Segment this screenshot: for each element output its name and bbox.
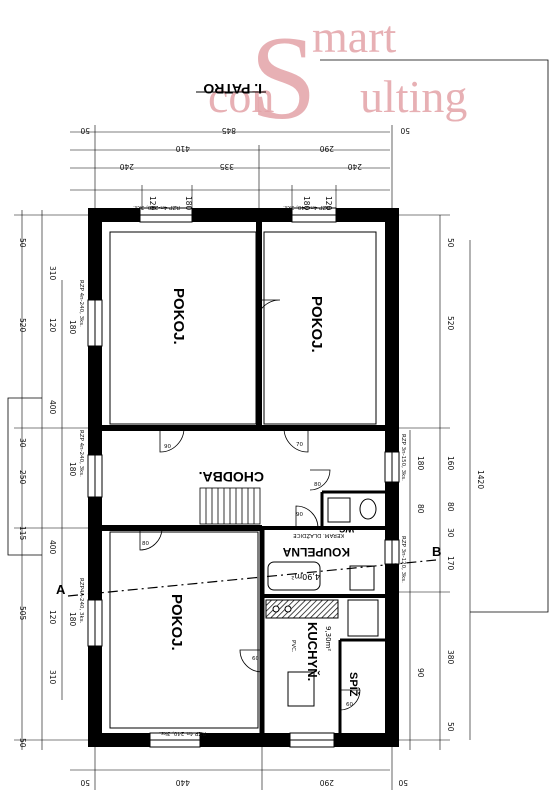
- bath-fixtures: [267, 497, 377, 591]
- dim-right-d7: 50: [446, 722, 455, 732]
- left-boundary: [7, 397, 42, 556]
- dim-lines-left: [14, 210, 90, 750]
- dim-right-d8: 80: [416, 504, 425, 514]
- window-note-right-upper: RZP 3n-150, 3ks.: [400, 434, 406, 481]
- dim-top-w1: 120: [148, 196, 157, 211]
- dim-left-d12: 120: [48, 610, 57, 625]
- dim-top-sub1: 240: [119, 162, 134, 171]
- dim-lines-right: [395, 214, 471, 750]
- section-line: [67, 559, 437, 597]
- section-mark-a: A: [56, 582, 66, 597]
- window-note-left-mid: RZP 4n-240, 3ks.: [78, 430, 84, 477]
- dim-right-d4: 30: [446, 528, 455, 538]
- site-boundary: [320, 59, 549, 613]
- dim-lines-top: [70, 125, 393, 210]
- dim-left-d13: 180: [68, 612, 77, 627]
- dim-right-d9: 90: [416, 668, 425, 678]
- dim-left-d3: 180: [68, 320, 77, 335]
- window-note-top2: RZP 4n-240, 3ks.: [283, 204, 330, 210]
- dim-top-part2: 290: [319, 144, 334, 153]
- dim-right-d1: 160: [446, 456, 455, 471]
- room-label-spiz: SPÍŽ: [347, 672, 360, 697]
- door-label-5: 90: [296, 512, 303, 518]
- plan-title: I. PATRO: [203, 81, 262, 97]
- room-label-pokoj-lower: POKOJ.: [168, 594, 185, 651]
- dim-top-total: 845: [221, 126, 236, 135]
- window-note-left-upper: RZP 4n-240, 3ks.: [78, 280, 84, 327]
- doors: [139, 299, 361, 711]
- dim-top-sub2: 335: [219, 162, 234, 171]
- dim-right-top: 50: [446, 238, 455, 248]
- dim-top-part1: 410: [175, 144, 190, 153]
- dim-left-top: 50: [18, 238, 27, 248]
- room-label-wc: WC: [339, 524, 354, 534]
- dim-left-d9: 115: [18, 526, 27, 541]
- door-label-7: 60: [346, 702, 353, 708]
- dim-bottom-b2: 50: [398, 778, 408, 787]
- watermark-line1: mart: [312, 11, 397, 62]
- windows: [87, 207, 400, 748]
- dim-left-d5: 400: [48, 400, 57, 415]
- dim-bottom-b1: 50: [80, 778, 90, 787]
- door-label-3: 60: [252, 656, 259, 662]
- dim-top-w4: 120: [324, 196, 333, 211]
- dim-left-bottom: 50: [18, 738, 27, 748]
- dim-left-d6: 30: [18, 438, 27, 448]
- room-label-koupelna-sub: KERAM. DLAŽDICE: [293, 532, 344, 540]
- door-label-4: 80: [142, 541, 149, 547]
- dim-right-total: 1420: [476, 470, 485, 489]
- dim-right-d2: 180: [416, 456, 425, 471]
- dim-left-d1: 310: [48, 266, 57, 281]
- plan-drawing: A B POKOJ. POKOJ. CHODBA. KOUPELNA KERAM…: [7, 59, 549, 790]
- dim-top-end-right: 50: [400, 126, 410, 135]
- dim-top-end-left: 50: [80, 126, 90, 135]
- dim-left-d7: 250: [18, 470, 27, 485]
- dim-left-d8: 180: [68, 462, 77, 477]
- watermark-line2a: con: [208, 71, 274, 122]
- dim-right-upper: 520: [446, 316, 455, 331]
- dim-top-sub3: 240: [347, 162, 362, 171]
- room-outline-ul: [109, 231, 257, 425]
- area-kuchyn: 9,30m²: [324, 626, 332, 651]
- dim-lines-bottom: [70, 745, 393, 790]
- room-label-chodba: CHODBA.: [199, 469, 264, 485]
- dim-left-d14: 310: [48, 670, 57, 685]
- room-label-koupelna: KOUPELNA: [282, 545, 350, 559]
- dim-right-d3: 80: [446, 502, 455, 512]
- dim-left-d11: 505: [18, 606, 27, 621]
- room-label-kuchyn: KUCHYŇ.: [305, 622, 320, 681]
- room-outline-ur: [263, 231, 377, 425]
- window-note-top1: RZP 4n-240, 3ks.: [133, 204, 180, 210]
- watermark-logo: S mart con ulting: [208, 11, 467, 144]
- dim-top-w2: 180: [184, 196, 193, 211]
- kitchen-units: [265, 599, 379, 707]
- door-label-1: 90: [164, 444, 171, 450]
- watermark-mark: S: [250, 11, 317, 144]
- room-label-kuchyn-sub: PVC.: [290, 640, 296, 653]
- dim-left-d2: 520: [18, 318, 27, 333]
- dim-left-d10: 400: [48, 540, 57, 555]
- staircase: [199, 487, 261, 525]
- dim-bottom-total: 440: [175, 778, 190, 787]
- room-label-pokoj-ur: POKOJ.: [308, 296, 325, 353]
- dim-right-d6: 380: [446, 650, 455, 665]
- room-outline-lower: [109, 531, 259, 729]
- dim-top-w3: 180: [302, 196, 311, 211]
- window-note-left-lower: RZP4A-240, 3ks.: [78, 578, 84, 624]
- area-koupelna: 4,90m²: [291, 572, 320, 581]
- dim-left-d4: 120: [48, 318, 57, 333]
- dim-right-d5: 170: [446, 556, 455, 571]
- section-mark-b: B: [432, 544, 441, 559]
- window-note-right-lower: RZP 3n-120, 3ks.: [400, 536, 406, 583]
- window-note-bottom: RZP 4n-240, 3ks.: [159, 730, 206, 736]
- door-label-6: 80: [314, 482, 321, 488]
- watermark-line2b: ulting: [360, 71, 467, 122]
- room-label-pokoj-ul: POKOJ.: [170, 288, 187, 345]
- dim-bottom-part: 290: [319, 778, 334, 787]
- door-label-2: 70: [296, 442, 303, 448]
